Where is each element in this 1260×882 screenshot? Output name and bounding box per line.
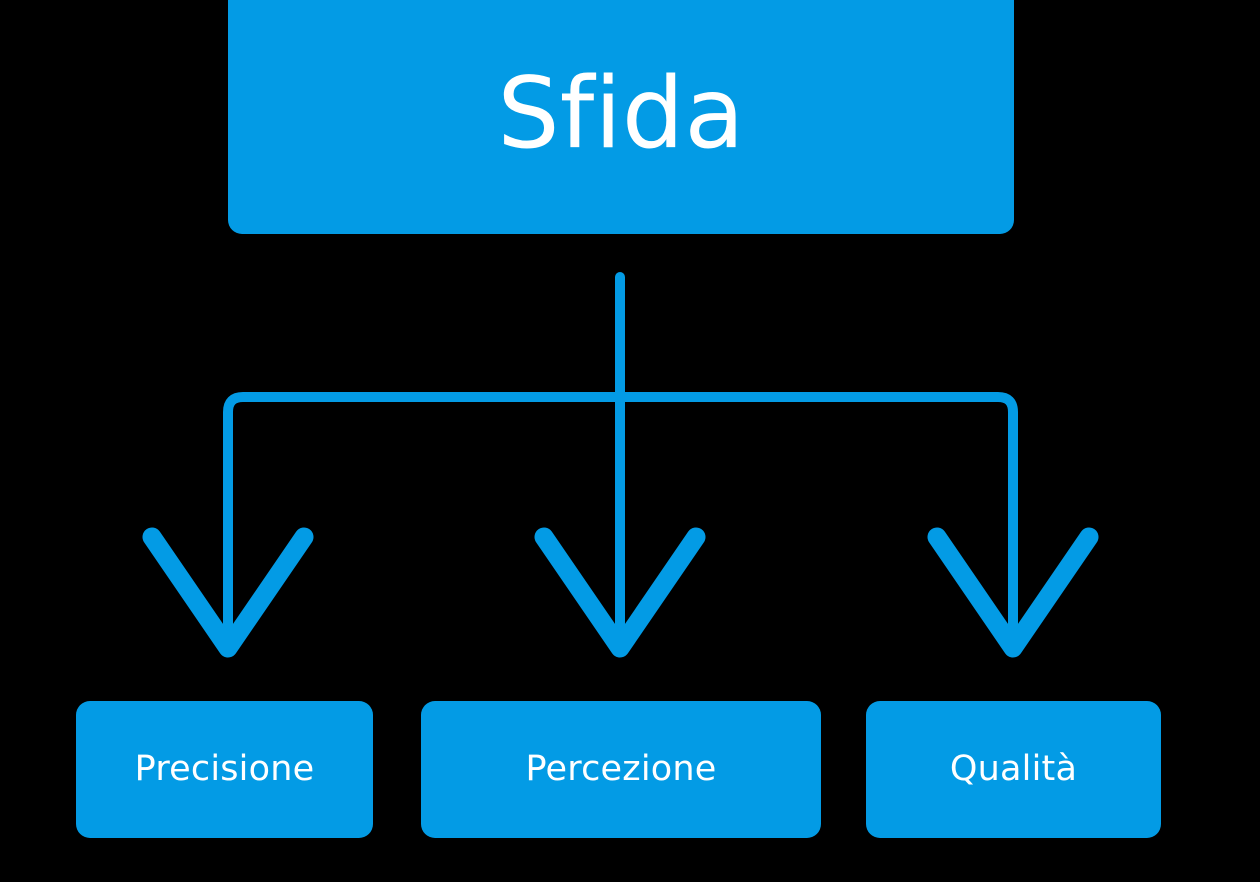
root-node[interactable]: Sfida [228, 0, 1014, 234]
leaf-node-percezione[interactable]: Percezione [421, 701, 821, 838]
leaf-node-qualita-label: Qualità [949, 749, 1078, 790]
arrow-right [927, 527, 1099, 658]
leaf-node-precisione-label: Precisione [134, 749, 315, 790]
arrow-right-head [927, 527, 1099, 658]
arrow-center-head [534, 527, 706, 658]
root-node-label: Sfida [497, 57, 745, 172]
arrow-left [142, 527, 314, 658]
horizontal-distribution-line [223, 392, 1018, 560]
arrow-center [534, 527, 706, 658]
arrow-left-head [142, 527, 314, 658]
leaf-node-qualita[interactable]: Qualità [866, 701, 1161, 838]
leaf-node-percezione-label: Percezione [525, 749, 717, 790]
leaf-node-precisione[interactable]: Precisione [76, 701, 373, 838]
